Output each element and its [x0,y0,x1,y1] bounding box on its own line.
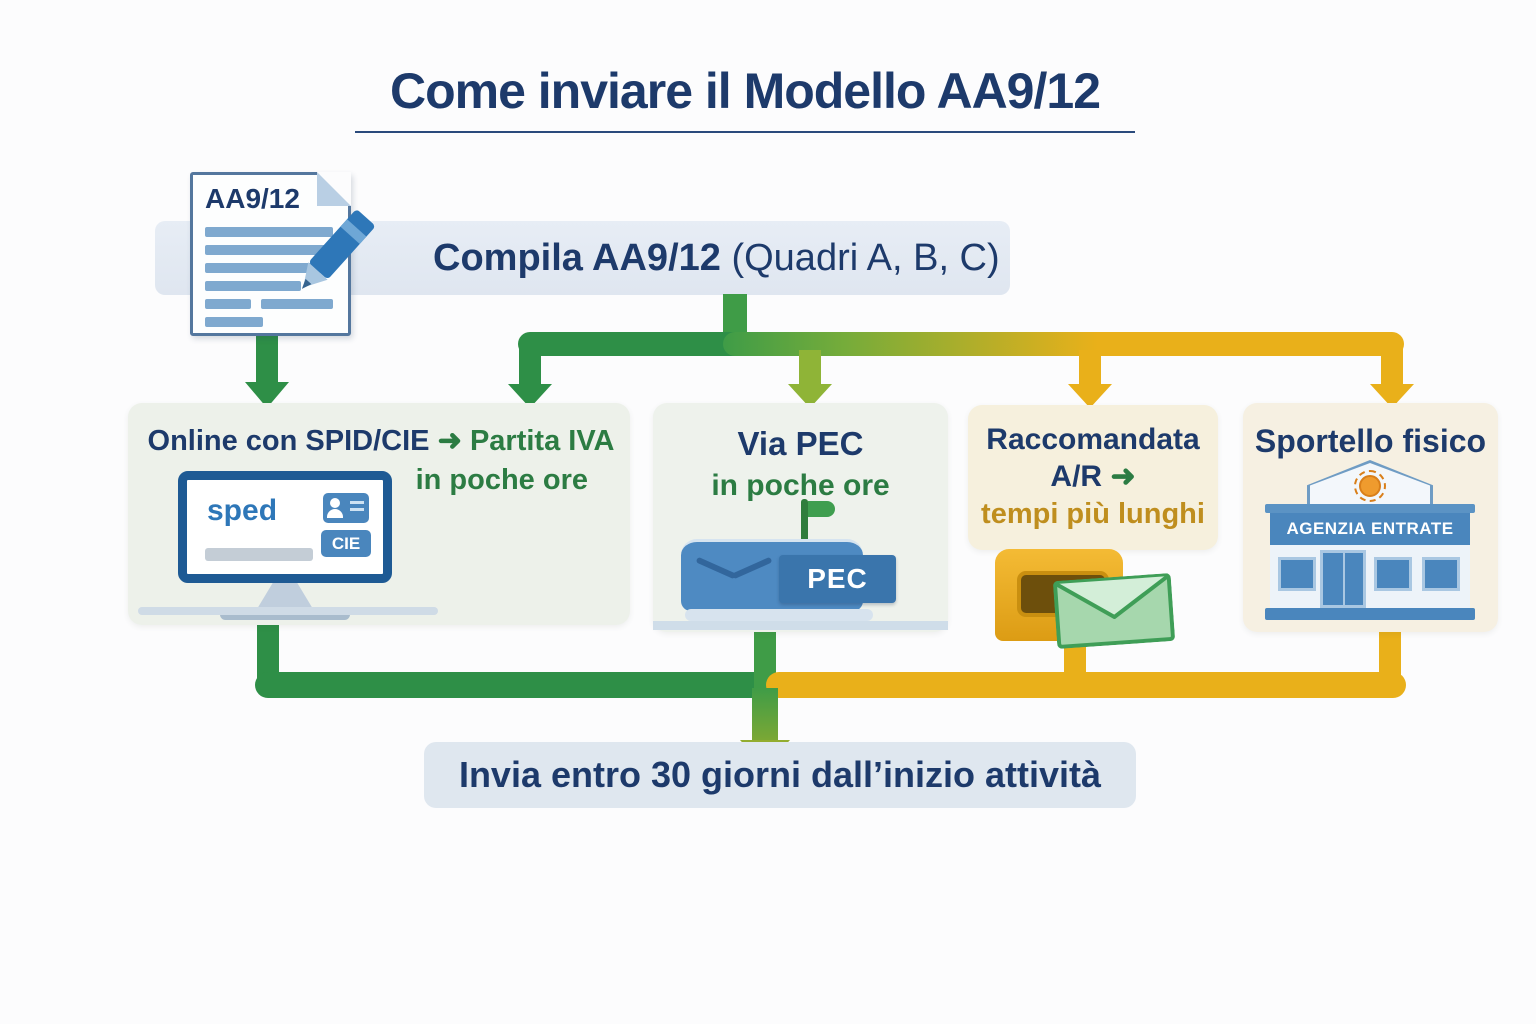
pec-label-band: PEC [779,555,896,603]
online-subtitle: in poche ore [415,464,588,496]
online-title: Online con SPID/CIE ➜ Partita IVA [147,425,615,457]
bottom-bar-left [255,624,767,698]
login-input-bar [205,548,313,561]
option-card-raccomandata: Raccomandata A/R ➜ tempi più lunghi [968,405,1218,550]
building-facade [1270,545,1470,608]
arrow-to-pec [788,350,832,408]
flag-pole [801,499,808,547]
option-card-sportello: Sportello fisico AGENZIA ENTRATE [1243,403,1498,632]
spid-logo-text: sped [207,494,278,527]
window-icon [1374,557,1412,591]
arrow-document-to-online [245,328,289,408]
sportello-title: Sportello fisico [1254,423,1487,459]
option-card-online: Online con SPID/CIE ➜ Partita IVA in poc… [128,403,630,625]
government-building-icon: AGENZIA ENTRATE [1265,460,1475,623]
title-underline [355,131,1135,133]
page-title: Come inviare il Modello AA9/12 [389,63,1101,119]
pec-subtitle: in poche ore [711,469,890,502]
top-branch-left [508,332,747,408]
postbox-icon [995,543,1190,651]
flag-icon [808,501,835,517]
door-icon [1320,550,1366,608]
option-card-pec: Via PEC in poche ore PEC [653,403,948,632]
monitor-screen: sped CIE [178,471,392,583]
pec-mailbox-icon: PEC [681,499,921,625]
compile-banner-subtitle: (Quadri A, B, C) [720,236,1000,279]
building-sign: AGENZIA ENTRATE [1270,513,1470,545]
top-stem [723,294,747,338]
compile-banner-title: Compila AA9/12 [433,236,721,279]
pec-bottom-stem [754,630,776,690]
arrow-to-sportello [1370,344,1414,408]
page-fold-corner [317,172,351,206]
raccomandata-title-line1: Raccomandata [986,423,1200,456]
inline-arrow-icon: ➜ [437,425,462,457]
raccomandata-subtitle: tempi più lunghi [981,498,1205,530]
pec-title: Via PEC [737,425,864,462]
cie-badge: CIE [321,530,371,557]
inline-arrow-icon: ➜ [1110,460,1136,493]
arrow-to-raccomandata [1068,350,1112,408]
document-label: AA9/12 [205,183,300,214]
window-icon [1278,557,1316,591]
id-card-icon [323,493,369,523]
envelope-icon [1053,573,1175,649]
top-branch-bar [723,332,1404,356]
window-icon [1422,557,1460,591]
computer-monitor-icon: sped CIE [178,471,392,621]
deadline-banner: Invia entro 30 giorni dall’inizio attivi… [424,742,1136,808]
floor-line [653,621,948,630]
sun-emblem-icon [1354,470,1386,502]
raccomandata-title-line2: A/R ➜ [1050,460,1136,493]
floor-line [138,607,438,615]
bottom-bar-right [766,630,1406,698]
